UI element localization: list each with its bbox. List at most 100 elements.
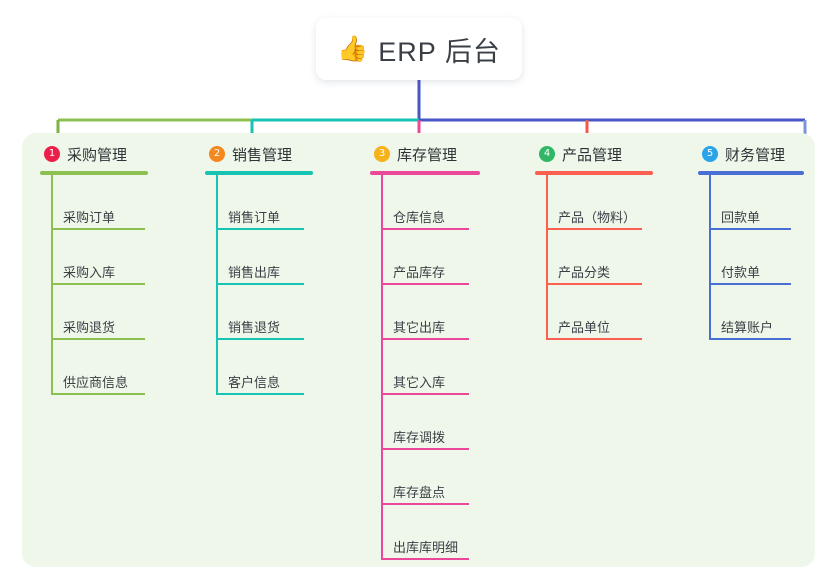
branch-item-rule (216, 228, 304, 230)
branch-item[interactable]: 库存盘点 (370, 450, 478, 505)
branch-item-rule (381, 338, 469, 340)
branch-item-label: 采购入库 (63, 265, 116, 280)
branch-item-rule (51, 338, 145, 340)
branch-item[interactable]: 其它出库 (370, 285, 478, 340)
branch-item-label: 采购订单 (63, 210, 116, 225)
branch-item-label: 产品库存 (393, 265, 446, 280)
branch-number-badge: 3 (374, 146, 390, 162)
branch-item-label: 客户信息 (228, 375, 281, 390)
branch-header-rule (205, 171, 313, 175)
branch-header-rule (40, 171, 148, 175)
branch-item-label: 仓库信息 (393, 210, 446, 225)
branch-item-list: 产品（物料） 产品分类产品单位 (535, 175, 653, 340)
branch-item-rule (546, 338, 642, 340)
thumbs-up-icon: 👍 (337, 34, 369, 63)
branch-column-2[interactable]: 2 销售管理销售订单销售出库销售退货客户信息 (205, 143, 313, 395)
branch-item-label: 供应商信息 (63, 375, 129, 390)
branch-item-rule (709, 283, 791, 285)
branch-item[interactable]: 采购退货 (40, 285, 148, 340)
branch-item[interactable]: 产品库存 (370, 230, 478, 285)
branch-item[interactable]: 产品分类 (535, 230, 653, 285)
branch-item[interactable]: 产品单位 (535, 285, 653, 340)
branch-title: 销售管理 (232, 146, 293, 164)
branch-title: 财务管理 (725, 146, 786, 164)
branch-item-rule (381, 228, 469, 230)
branch-item[interactable]: 回款单 (698, 175, 806, 230)
root-node-content: 👍 ERP 后台 (337, 30, 501, 69)
branch-header-5[interactable]: 5 财务管理 (698, 143, 806, 165)
branch-header-rule (535, 171, 653, 175)
branch-spine (216, 175, 218, 395)
branch-item-label: 库存调拨 (393, 430, 446, 445)
branch-number-badge: 1 (44, 146, 60, 162)
branch-header-4[interactable]: 4 产品管理 (535, 143, 653, 165)
branch-item-label: 销售订单 (228, 210, 281, 225)
branch-item-label: 其它出库 (393, 320, 446, 335)
branch-item-label: 库存盘点 (393, 485, 446, 500)
branch-item-rule (381, 393, 469, 395)
branch-item-label: 销售退货 (228, 320, 281, 335)
branch-item-rule (381, 503, 469, 505)
branch-item-rule (546, 228, 642, 230)
branch-item-label: 销售出库 (228, 265, 281, 280)
branch-item[interactable]: 客户信息 (205, 340, 313, 395)
branch-item[interactable]: 产品（物料） (535, 175, 653, 230)
branch-spine (709, 175, 711, 340)
branch-item-label: 采购退货 (63, 320, 116, 335)
root-node-title: ERP 后台 (378, 36, 501, 67)
branch-title: 产品管理 (562, 146, 623, 164)
branch-header-3[interactable]: 3 库存管理 (370, 143, 478, 165)
branch-column-4[interactable]: 4 产品管理产品（物料） 产品分类产品单位 (535, 143, 653, 340)
branches-panel (22, 133, 815, 567)
branch-item-rule (51, 283, 145, 285)
branch-item[interactable]: 销售退货 (205, 285, 313, 340)
branch-number-badge: 5 (702, 146, 718, 162)
branch-item[interactable]: 销售出库 (205, 230, 313, 285)
branch-item-label: 产品（物料） (558, 210, 637, 225)
branch-header-2[interactable]: 2 销售管理 (205, 143, 313, 165)
branch-spine (381, 175, 383, 560)
branch-column-5[interactable]: 5 财务管理回款单付款单结算账户 (698, 143, 806, 340)
branch-spine (51, 175, 53, 395)
branch-item-rule (51, 228, 145, 230)
branch-item-list: 采购订单采购入库采购退货供应商信息 (40, 175, 148, 395)
branch-item-rule (709, 338, 791, 340)
branch-item-rule (381, 558, 469, 560)
branch-number-badge: 4 (539, 146, 555, 162)
branch-column-1[interactable]: 1 采购管理采购订单采购入库采购退货供应商信息 (40, 143, 148, 395)
branch-column-3[interactable]: 3 库存管理仓库信息产品库存其它出库其它入库库存调拨库存盘点出库库明细 (370, 143, 480, 560)
branch-item[interactable]: 出库库明细 (370, 505, 478, 560)
branch-item-list: 仓库信息产品库存其它出库其它入库库存调拨库存盘点出库库明细 (370, 175, 478, 560)
branch-item[interactable]: 销售订单 (205, 175, 313, 230)
branch-spine (546, 175, 548, 340)
branch-item[interactable]: 其它入库 (370, 340, 478, 395)
branch-item-label: 结算账户 (721, 320, 774, 335)
branch-item[interactable]: 结算账户 (698, 285, 806, 340)
branch-item[interactable]: 仓库信息 (370, 175, 478, 230)
branch-item[interactable]: 采购入库 (40, 230, 148, 285)
branch-item-label: 回款单 (721, 210, 761, 225)
branch-item-label: 产品单位 (558, 320, 611, 335)
branch-item-rule (381, 283, 469, 285)
branch-item-label: 出库库明细 (393, 540, 459, 555)
branch-item[interactable]: 采购订单 (40, 175, 148, 230)
branch-title: 采购管理 (67, 146, 128, 164)
branch-item-rule (51, 393, 145, 395)
root-node-card[interactable]: 👍 ERP 后台 (316, 18, 522, 80)
branch-item[interactable]: 付款单 (698, 230, 806, 285)
branch-item-rule (216, 338, 304, 340)
branch-number-badge: 2 (209, 146, 225, 162)
branch-item[interactable]: 供应商信息 (40, 340, 148, 395)
branch-item-rule (216, 393, 304, 395)
branch-item[interactable]: 库存调拨 (370, 395, 478, 450)
branch-item-label: 其它入库 (393, 375, 446, 390)
branch-item-rule (709, 228, 791, 230)
branch-header-rule (370, 171, 480, 175)
branch-item-rule (546, 283, 642, 285)
branch-title: 库存管理 (397, 146, 458, 164)
branch-header-1[interactable]: 1 采购管理 (40, 143, 148, 165)
branch-item-label: 付款单 (721, 265, 761, 280)
branch-item-rule (381, 448, 469, 450)
branch-item-rule (216, 283, 304, 285)
